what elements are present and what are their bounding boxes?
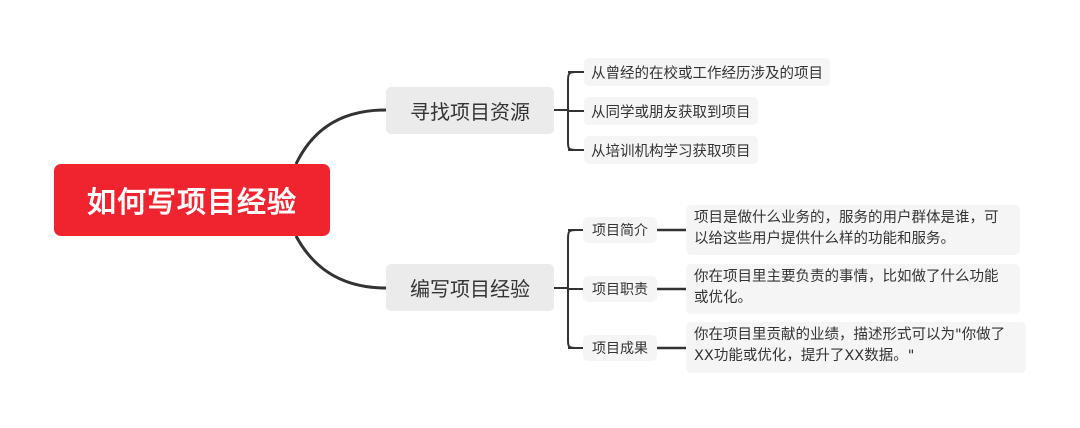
branch-topic-label: 编写项目经验 — [410, 277, 530, 301]
subtopic-label: 从培训机构学习获取项目 — [591, 143, 751, 160]
detail-line: 你在项目里贡献的业绩，描述形式可以为"你做了 — [694, 327, 1006, 343]
subtopic-label: 从同学或朋友获取到项目 — [591, 104, 751, 121]
detail-line: 或优化。 — [694, 290, 752, 306]
subtopic-project-intro[interactable]: 项目简介 — [583, 217, 657, 243]
detail-line: 你在项目里主要负责的事情，比如做了什么功能 — [694, 269, 999, 285]
subtopic-project-results[interactable]: 项目成果 — [583, 335, 657, 361]
subtopic-school-work-projects[interactable]: 从曾经的在校或工作经历涉及的项目 — [584, 58, 830, 86]
detail-project-duties[interactable]: 你在项目里主要负责的事情，比如做了什么功能 或优化。 — [686, 264, 1020, 314]
branch-topic-label: 寻找项目资源 — [410, 100, 530, 124]
detail-project-results[interactable]: 你在项目里贡献的业绩，描述形式可以为"你做了 XX功能或优化，提升了XX数据。" — [686, 322, 1026, 373]
subtopic-friends-projects[interactable]: 从同学或朋友获取到项目 — [584, 97, 758, 125]
root-topic[interactable]: 如何写项目经验 — [54, 164, 330, 236]
detail-line: 以给这些用户提供什么样的功能和服务。 — [694, 231, 955, 247]
branch-topic-write-experience[interactable]: 编写项目经验 — [386, 264, 554, 311]
subtopic-label: 项目职责 — [592, 282, 648, 298]
subtopic-label: 项目简介 — [592, 223, 648, 239]
subtopic-label: 项目成果 — [592, 341, 648, 357]
detail-line: 项目是做什么业务的，服务的用户群体是谁，可 — [694, 210, 999, 226]
connector-root-to-branch-1 — [294, 108, 387, 165]
detail-project-intro[interactable]: 项目是做什么业务的，服务的用户群体是谁，可 以给这些用户提供什么样的功能和服务。 — [686, 205, 1020, 255]
subtopic-training-projects[interactable]: 从培训机构学习获取项目 — [584, 136, 758, 164]
root-topic-label: 如何写项目经验 — [86, 185, 297, 219]
detail-line: XX功能或优化，提升了XX数据。" — [694, 348, 915, 364]
subtopic-label: 从曾经的在校或工作经历涉及的项目 — [591, 65, 823, 82]
subtopic-project-duties[interactable]: 项目职责 — [583, 276, 657, 302]
branch-topic-find-resources[interactable]: 寻找项目资源 — [386, 87, 554, 134]
connector-root-to-branch-2 — [294, 235, 387, 290]
